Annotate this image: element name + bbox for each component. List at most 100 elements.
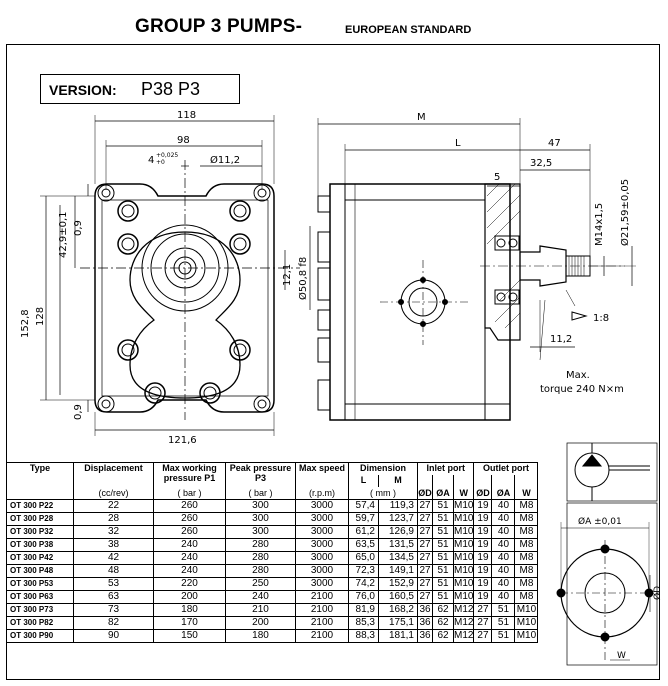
cell-p1: 180: [153, 603, 226, 617]
cell-type: OT 300 P22: [6, 499, 74, 513]
cell-out-a: 40: [491, 499, 516, 513]
dim-small-top: 0,9: [73, 220, 84, 236]
dim-port-d: ØD: [652, 586, 663, 600]
col-inlet-spacer: [417, 475, 433, 487]
cell-p3: 180: [225, 629, 296, 643]
cell-p1: 240: [153, 551, 226, 565]
cell-out-d: 19: [473, 564, 493, 578]
col-outlet-oa: ØA: [491, 487, 516, 500]
cell-M: 160,5: [378, 590, 418, 604]
cell-L: 81,9: [348, 603, 379, 617]
pump-symbol: [566, 442, 658, 502]
dim-5: 5: [494, 172, 500, 183]
cell-in-a: 51: [432, 512, 454, 526]
cell-p3: 280: [225, 538, 296, 552]
cell-type: OT 300 P28: [6, 512, 74, 526]
col-inlet-oa: ØA: [432, 487, 454, 500]
cell-disp: 28: [73, 512, 154, 526]
dim-vert-offset: 42,9±0,1: [58, 211, 69, 258]
cell-p3: 200: [225, 616, 296, 630]
cell-p3: 250: [225, 577, 296, 591]
dim-small-bottom: 0,9: [73, 404, 84, 420]
cell-type: OT 300 P90: [6, 629, 74, 643]
version-label: VERSION:: [49, 82, 117, 98]
dim-key-tol-upper: +0,025: [156, 152, 178, 159]
col-max-pressure: Max working pressure P1: [153, 462, 226, 487]
cell-out-d: 19: [473, 551, 493, 565]
cell-speed: 3000: [295, 551, 349, 565]
cell-speed: 3000: [295, 538, 349, 552]
cell-in-w: M10: [452, 525, 475, 539]
col-inlet-spacer-3: [452, 475, 475, 487]
port-dim-text: ØA ±0,01 ØD W: [578, 516, 663, 661]
dim-M: M: [417, 112, 426, 123]
cell-out-a: 40: [491, 538, 516, 552]
cell-disp: 38: [73, 538, 154, 552]
cell-out-d: 19: [473, 577, 493, 591]
cell-type: OT 300 P73: [6, 603, 74, 617]
cell-type: OT 300 P48: [6, 564, 74, 578]
cell-M: 123,7: [378, 512, 418, 526]
cell-p1: 240: [153, 538, 226, 552]
cell-speed: 2100: [295, 590, 349, 604]
cell-p3: 240: [225, 590, 296, 604]
col-peak-pressure: Peak pressure P3: [225, 462, 296, 487]
dim-hole: Ø11,2: [210, 154, 240, 166]
cell-L: 65,0: [348, 551, 379, 565]
cell-p3: 280: [225, 564, 296, 578]
dim-key-tol-lower: +0: [156, 159, 165, 166]
cell-in-d: 36: [417, 616, 433, 630]
dim-shaft: Ø21,59±0,05: [619, 179, 631, 246]
dim-98: 98: [177, 135, 190, 146]
cell-M: 152,9: [378, 577, 418, 591]
cell-in-a: 62: [432, 603, 454, 617]
cell-out-w: M10: [514, 616, 539, 630]
cell-out-w: M10: [514, 603, 539, 617]
dim-11-2: 11,2: [550, 334, 572, 345]
cell-disp: 53: [73, 577, 154, 591]
cell-p1: 260: [153, 525, 226, 539]
dim-height-outer: 152,8: [20, 309, 31, 338]
cell-speed: 3000: [295, 577, 349, 591]
cell-out-d: 19: [473, 525, 493, 539]
unit-displacement: (cc/rev): [73, 487, 154, 500]
cell-disp: 32: [73, 525, 154, 539]
dim-118: 118: [177, 110, 196, 121]
cell-in-a: 51: [432, 577, 454, 591]
table-header-row: Type Displacement Max working pressure P…: [6, 462, 539, 487]
unit-pressure-p3: ( bar ): [225, 487, 296, 500]
col-outlet-w: W: [514, 487, 539, 500]
dim-pilot: Ø50,8 f8: [297, 257, 309, 300]
dim-key: 4: [148, 155, 154, 166]
cell-out-a: 40: [491, 590, 516, 604]
cell-out-a: 51: [491, 616, 516, 630]
cell-L: 61,2: [348, 525, 379, 539]
cell-L: 76,0: [348, 590, 379, 604]
cell-out-d: 19: [473, 590, 493, 604]
cell-in-d: 27: [417, 577, 433, 591]
torque-line-1: Max.: [566, 370, 590, 381]
cell-in-a: 51: [432, 551, 454, 565]
port-detail: [556, 502, 660, 666]
front-dim-text: 118 98 4 +0,025 +0 Ø11,2 42,9±0,1 0,9 15…: [20, 110, 309, 446]
cell-L: 63,5: [348, 538, 379, 552]
cell-disp: 82: [73, 616, 154, 630]
cell-in-w: M10: [452, 577, 475, 591]
col-L: L: [348, 475, 379, 487]
cell-M: 168,2: [378, 603, 418, 617]
cell-p1: 150: [153, 629, 226, 643]
cell-in-d: 27: [417, 512, 433, 526]
cell-in-d: 27: [417, 538, 433, 552]
cell-disp: 63: [73, 590, 154, 604]
cell-in-d: 27: [417, 499, 433, 513]
cell-in-a: 51: [432, 590, 454, 604]
